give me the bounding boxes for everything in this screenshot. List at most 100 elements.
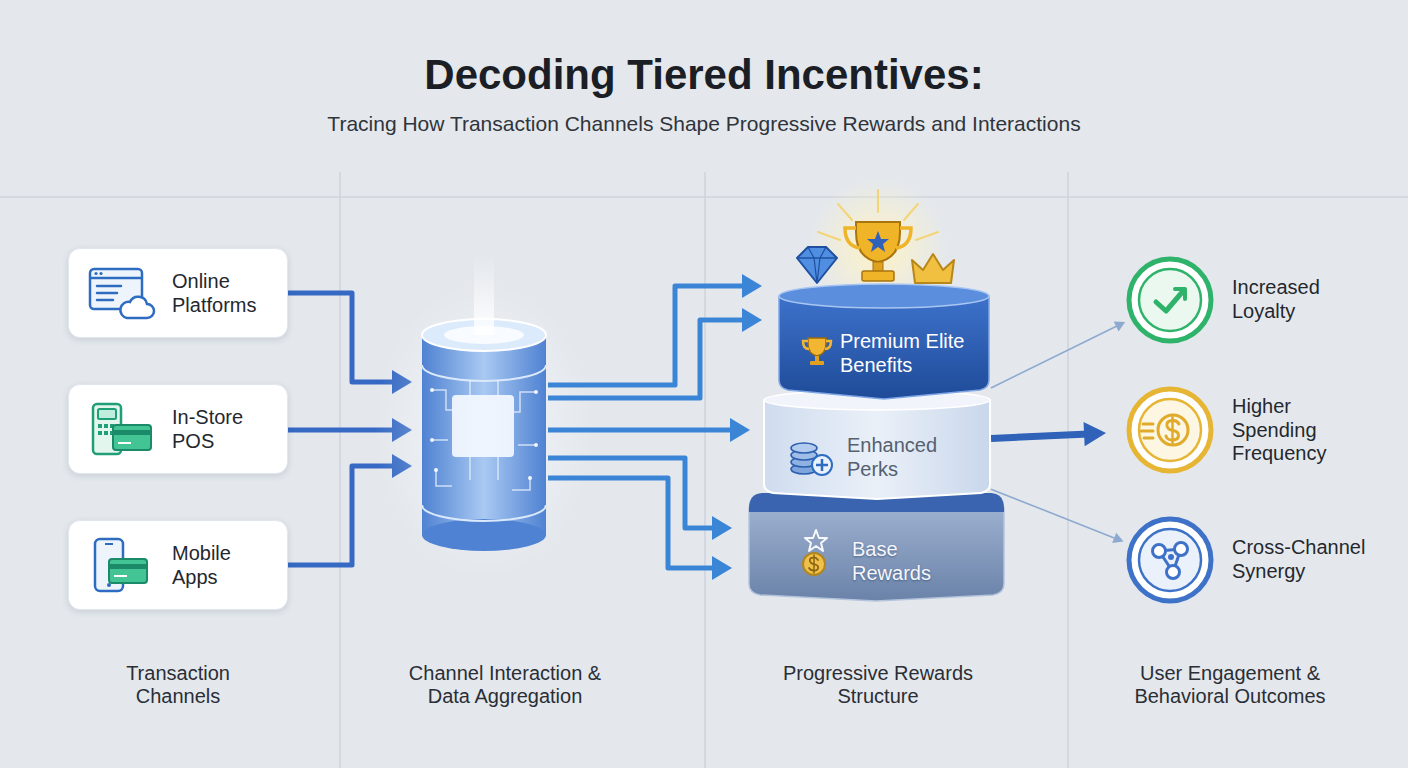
award-cluster [797, 257, 837, 259]
tier-arrows [548, 320, 744, 398]
data-cylinder [422, 365, 546, 381]
pos-terminal-icon [104, 424, 108, 428]
star-coin-icon [794, 528, 838, 578]
node-text: Increased Loyalty [1232, 276, 1344, 323]
column-dividers [1067, 172, 1069, 768]
browser-cloud-icon [90, 277, 142, 280]
data-cylinder [432, 439, 448, 441]
data-cylinder [422, 335, 546, 535]
tier-arrowheads [742, 308, 762, 332]
browser-cloud-icon [97, 285, 121, 288]
outcome-icon [1126, 516, 1214, 604]
star-coin-icon [803, 553, 825, 575]
award-cluster [818, 232, 840, 240]
data-cylinder [430, 438, 434, 442]
pos-terminal-icon [104, 431, 108, 435]
browser-cloud-icon [97, 299, 113, 302]
outcome-icon [1129, 389, 1211, 471]
award-cluster [838, 204, 852, 220]
column-dividers [704, 172, 706, 768]
node-text: Online Platforms [172, 270, 284, 317]
outcome-icon [1156, 290, 1184, 311]
pos-terminal-icon [113, 425, 151, 450]
data-cylinder [518, 444, 536, 446]
tier-arrows [548, 478, 714, 568]
column-label: User Engagement & Behavioral Outcomes [1126, 662, 1334, 709]
outcome-icon [1139, 529, 1201, 591]
node-icon [87, 537, 157, 595]
arrow-head [1084, 422, 1107, 446]
award-cluster [916, 232, 938, 240]
connector-arrow [991, 422, 1106, 446]
outcome-icon [1143, 423, 1153, 426]
column-label: Transaction Channels [98, 662, 258, 709]
outcome-icon [1158, 415, 1188, 445]
award-cluster [867, 231, 889, 252]
data-cylinder [430, 388, 434, 392]
reward-tier: Base Rewards [748, 490, 1005, 602]
mobile-phone-icon [87, 537, 157, 595]
outcome-circle: Increased Loyalty [1126, 256, 1214, 344]
tier-shape [764, 400, 990, 499]
award-cluster [904, 204, 918, 220]
data-cylinder [512, 478, 530, 490]
pos-terminal-icon [98, 409, 116, 419]
connector-line [991, 489, 1116, 539]
mobile-phone-icon [114, 575, 127, 577]
channel-card: In-Store POS [68, 384, 288, 474]
connector-line [991, 434, 1088, 439]
tier-arrowheads [712, 556, 732, 580]
data-cylinder [534, 443, 538, 447]
arrow-head [1112, 533, 1123, 543]
outcome-icon [1168, 554, 1174, 560]
browser-cloud-icon [99, 272, 102, 275]
tier-arrows [548, 458, 714, 528]
node-text: In-Store POS [172, 406, 268, 453]
data-cylinder [422, 519, 546, 551]
award-cluster [856, 222, 900, 262]
pos-terminal-icon [118, 442, 131, 444]
award-cluster [912, 254, 954, 283]
award-cluster [862, 271, 894, 281]
outcome-icon [1139, 399, 1201, 461]
node-text: Enhanced Perks [847, 434, 949, 481]
mobile-phone-icon [109, 564, 147, 569]
outcome-icon [1171, 417, 1174, 443]
browser-cloud-icon [97, 292, 117, 295]
reward-tier: Premium Elite Benefits [778, 282, 990, 400]
outcome-icon [1175, 289, 1185, 299]
trophy-icon [803, 341, 831, 349]
outcome-icon [1126, 256, 1214, 344]
column-label: Channel Interaction & Data Aggregation [407, 662, 603, 709]
outcome-icon [1166, 417, 1179, 443]
trophy-icon [810, 361, 824, 365]
star-coin-icon [813, 555, 815, 574]
outcome-icon [1153, 543, 1188, 579]
column-dividers [0, 172, 1408, 768]
pos-terminal-icon [98, 431, 102, 435]
outcome-icon [1141, 430, 1153, 433]
tier-shape [749, 508, 1004, 601]
column-dividers [339, 172, 341, 768]
node-text: Cross-Channel Synergy [1232, 536, 1378, 583]
browser-cloud-icon [94, 272, 97, 275]
outcome-circle: Higher Spending Frequency [1126, 386, 1214, 474]
node-icon [794, 528, 838, 578]
data-cylinder [474, 255, 494, 335]
tier-arrows [548, 286, 744, 568]
outcome-icon [1175, 543, 1188, 556]
column-label: Progressive Rewards Structure [776, 662, 980, 709]
tier-arrows [548, 428, 732, 433]
node-text: Higher Spending Frequency [1232, 395, 1338, 466]
pos-terminal-icon [98, 424, 102, 428]
data-cylinder [534, 390, 538, 394]
data-cylinder [432, 390, 452, 410]
browser-cloud-icon [87, 265, 157, 323]
node-icon [87, 265, 157, 323]
coin-stack-icon [787, 436, 835, 478]
node-text: Premium Elite Benefits [840, 330, 986, 377]
node-icon [87, 401, 157, 459]
